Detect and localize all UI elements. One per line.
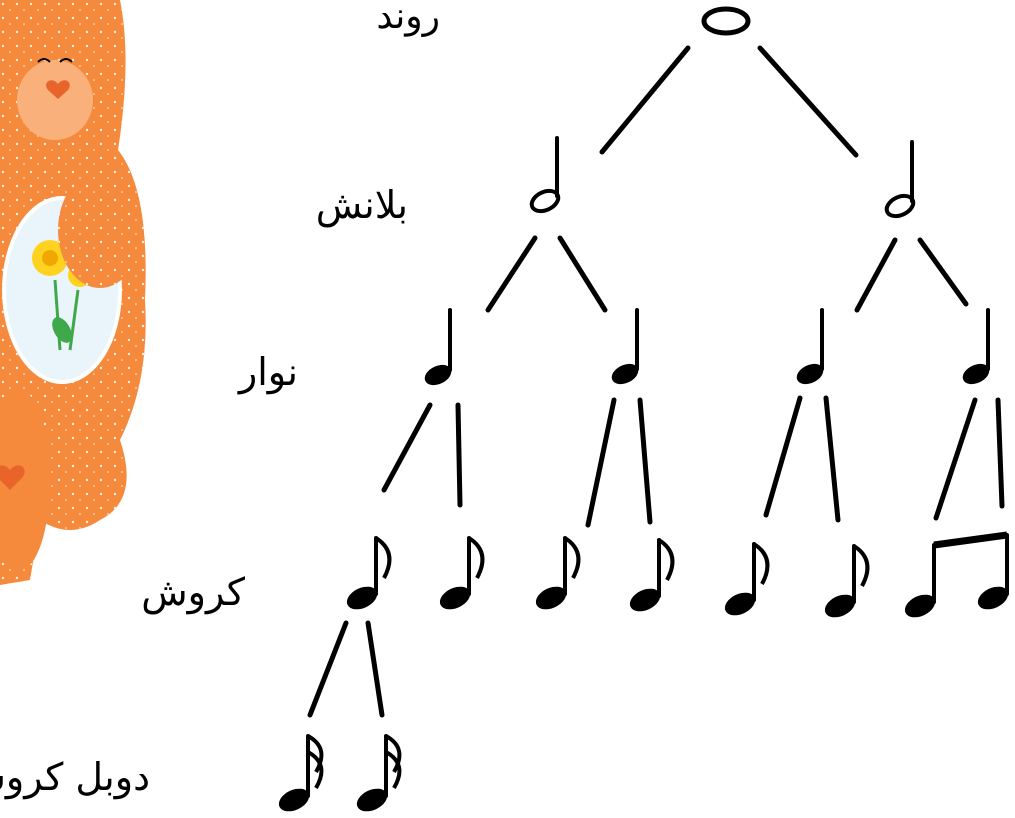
- heart-nose-icon: [46, 80, 70, 99]
- eighth-note-icon: [629, 538, 675, 612]
- half-note-icon: [529, 136, 561, 214]
- label-whole-note: روند: [376, 0, 440, 37]
- connector-line: [307, 620, 349, 718]
- beamed-eighth-notes-icon: [904, 531, 1009, 618]
- label-eighth-note: کروش: [141, 570, 246, 615]
- connector-line: [557, 235, 608, 313]
- eighth-note-icon: [346, 536, 392, 610]
- connector-line: [757, 45, 859, 158]
- connector-line: [599, 45, 691, 155]
- connector-line: [995, 397, 1005, 509]
- sixteenth-note-icon: [356, 734, 402, 812]
- quarter-note-icon: [796, 308, 824, 385]
- label-half-note: بلانش: [316, 183, 408, 227]
- paw-heart-icon: [0, 465, 25, 490]
- connector-line: [854, 237, 898, 313]
- quarter-note-icon: [424, 308, 452, 386]
- connector-line: [917, 237, 969, 307]
- label-quarter-note: نوار: [237, 350, 298, 395]
- half-note-icon: [884, 140, 916, 219]
- connector-line: [933, 397, 978, 521]
- quarter-note-icon: [962, 308, 990, 385]
- eighth-note-icon: [535, 536, 581, 610]
- connector-line: [585, 397, 617, 528]
- care-bear-illustration: [0, 0, 146, 585]
- connector-line: [763, 395, 803, 518]
- connector-line: [637, 397, 653, 525]
- connector-line: [365, 620, 385, 718]
- label-sixteenth-note: دوبل کروش: [0, 755, 150, 800]
- sixteenth-note-icon: [278, 734, 324, 812]
- connector-line: [485, 235, 538, 313]
- connector-line: [823, 395, 841, 523]
- connector-line: [381, 402, 433, 493]
- quarter-note-icon: [611, 308, 639, 385]
- whole-note-icon: [701, 6, 751, 36]
- connector-line: [455, 402, 463, 508]
- eighth-note-icon: [439, 536, 485, 610]
- tree-connectors: [307, 45, 1005, 718]
- eighth-note-icon: [824, 544, 870, 618]
- eighth-note-icon: [724, 542, 770, 616]
